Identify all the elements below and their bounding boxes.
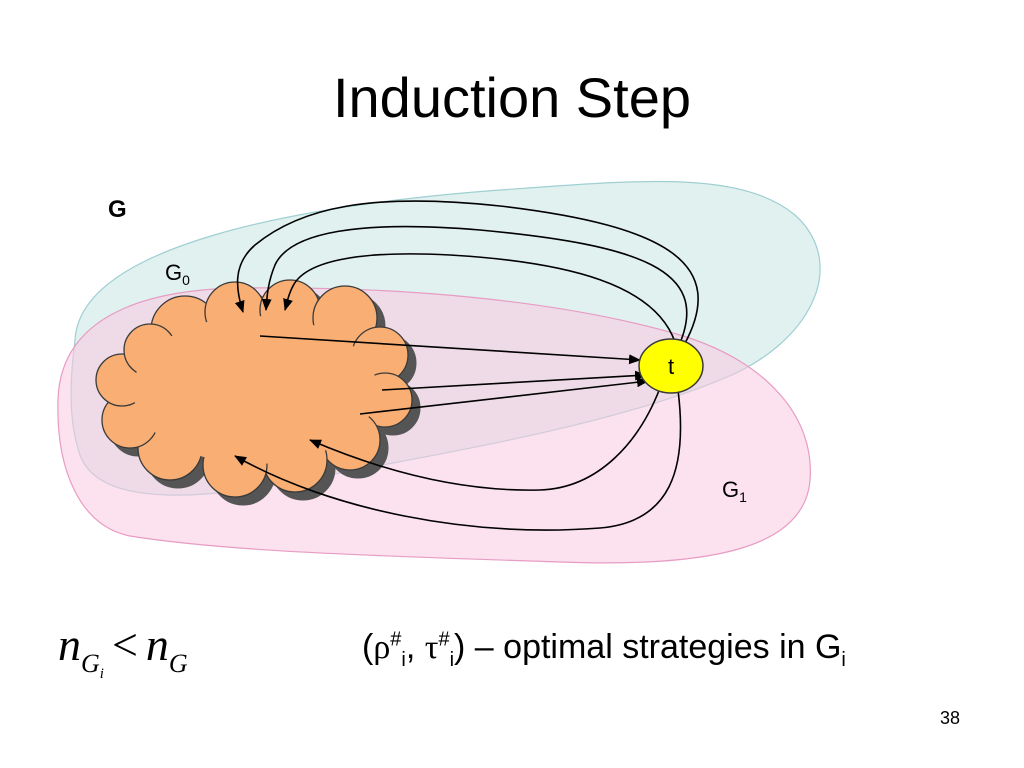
strategies-text-sub: i bbox=[841, 648, 846, 671]
region-g0-label: G0 bbox=[165, 260, 190, 288]
strategies-tau-hash: # bbox=[438, 628, 450, 651]
size-inequality: nGi<nG bbox=[58, 618, 188, 683]
strategies-tau-sub: i bbox=[449, 648, 455, 671]
arrow-cloud-to-t-2 bbox=[381, 370, 647, 391]
strategies-open-paren: ( bbox=[362, 628, 374, 666]
formula-sub-g: G bbox=[81, 649, 100, 678]
formula-n-right: n bbox=[145, 619, 169, 670]
region-g1-label-sub: 1 bbox=[739, 489, 747, 505]
strategies-rho-hash: # bbox=[390, 628, 402, 651]
graph-label: G bbox=[108, 196, 127, 223]
arrow-cloud-to-t-3 bbox=[359, 377, 649, 415]
formula-sub-i: i bbox=[99, 666, 104, 682]
region-g0-label-base: G bbox=[165, 260, 182, 285]
region-g0-label-sub: 0 bbox=[182, 272, 190, 288]
region-g1-label: G1 bbox=[722, 477, 747, 505]
formula-sub-g-right: G bbox=[168, 649, 188, 678]
formula-less-than: < bbox=[111, 619, 138, 670]
formula-n-left: n bbox=[58, 619, 81, 670]
arrow-t-to-cloud-top-1 bbox=[234, 200, 699, 346]
arrows-from-target-top bbox=[234, 200, 699, 346]
slide-title: Induction Step bbox=[332, 66, 692, 129]
formula-sub-gi: Gi bbox=[81, 649, 104, 682]
region-g1-label-base: G bbox=[722, 477, 739, 502]
strategies-rho-sub: i bbox=[401, 648, 406, 671]
strategies-tau: τ bbox=[424, 629, 439, 666]
arrow-cloud-to-t-1 bbox=[259, 335, 641, 365]
strategies-close-paren: ) bbox=[454, 628, 466, 666]
arrow-t-to-cloud-bottom-2 bbox=[234, 389, 682, 531]
cloud-core bbox=[133, 316, 377, 464]
strategies-rho: ρ bbox=[373, 629, 391, 666]
strategies-comma: , bbox=[405, 628, 425, 666]
strategies-text: – optimal strategies in G bbox=[465, 628, 842, 666]
arrows-from-target-bottom bbox=[234, 387, 682, 531]
arrow-t-to-cloud-bottom-1 bbox=[309, 387, 661, 491]
strategies-caption: (ρ#i, τ#i) – optimal strategies in Gi bbox=[362, 628, 846, 672]
arrow-t-to-cloud-top-3 bbox=[283, 253, 676, 343]
target-node-label: t bbox=[668, 354, 674, 379]
arrow-t-to-cloud-top-2 bbox=[261, 225, 688, 344]
slide-number: 38 bbox=[939, 708, 960, 728]
arrows-to-target bbox=[259, 335, 649, 415]
target-node bbox=[638, 338, 704, 394]
